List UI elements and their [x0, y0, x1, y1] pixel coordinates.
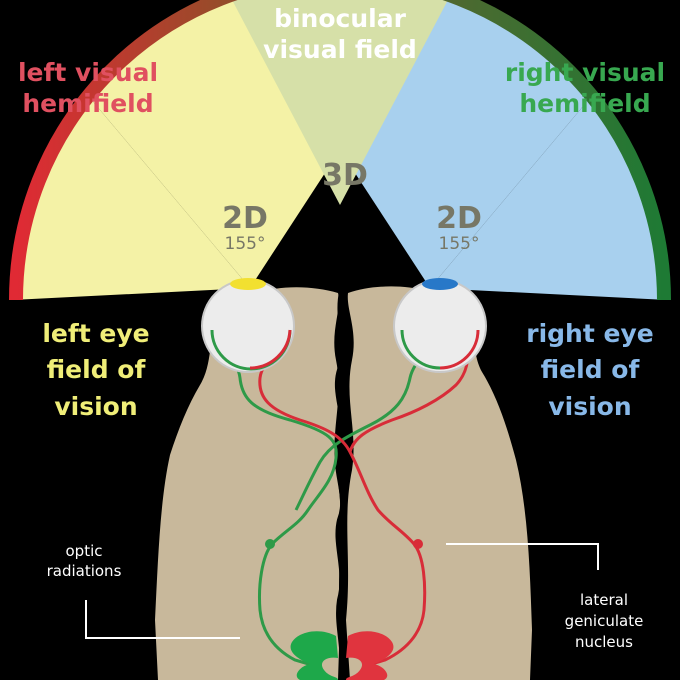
binocular-field-label: binocular visual field	[263, 4, 417, 64]
right-lgn-dot	[413, 539, 423, 549]
lgn-label: lateral geniculate nucleus	[564, 591, 644, 651]
left-lgn-dot	[265, 539, 275, 549]
hemifield-arc	[9, 0, 671, 301]
brain-right-hemisphere	[346, 286, 532, 680]
left-eye	[201, 278, 295, 373]
zone-3d-label: 3D	[322, 158, 368, 193]
right-pupil	[422, 278, 458, 290]
left-pupil	[230, 278, 266, 290]
central-fissure	[334, 291, 347, 680]
left-hemifield-label: left visual hemifield	[17, 58, 159, 118]
right-hemifield-label: right visual hemifield	[504, 58, 666, 118]
optic-radiations-callout-line	[85, 600, 240, 639]
right-visual-cortex	[346, 631, 394, 680]
left-eye-field-label: left eye field of vision	[42, 319, 150, 421]
zone-left-2d-label: 2D 155°	[222, 201, 268, 255]
left-visual-cortex	[290, 631, 338, 680]
right-eye-field-label: right eye field of vision	[526, 319, 654, 421]
brain-left-hemisphere	[155, 287, 341, 680]
zone-right-2d-label: 2D 155°	[436, 201, 482, 255]
right-eye	[393, 278, 487, 373]
optic-radiations-label: optic radiations	[46, 542, 122, 580]
left-visual-pathway	[210, 329, 442, 667]
binocular-overlap-wedge	[190, 0, 490, 205]
lgn-callout-line	[446, 543, 599, 570]
